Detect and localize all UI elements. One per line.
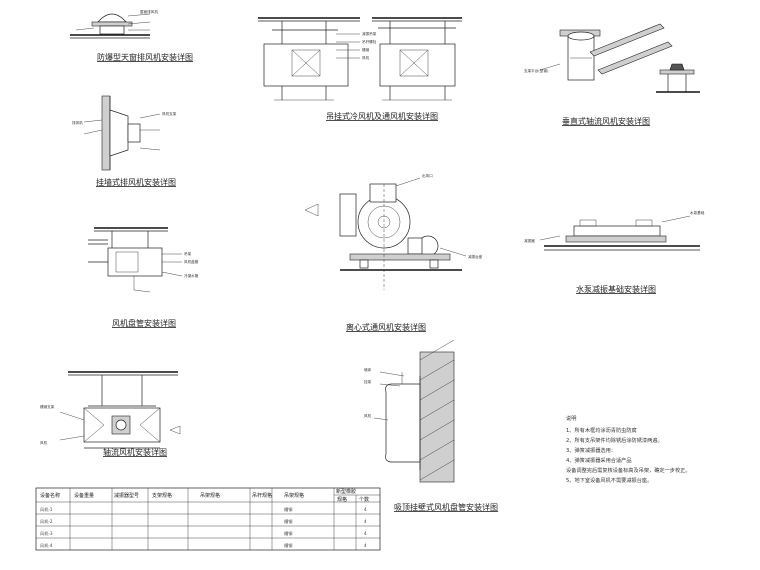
roof-ventilator-detail: 屋面排风机 <box>70 9 158 39</box>
table-header: 吊架规格 <box>200 492 220 499</box>
fan-coil-detail: 吊架 风机盘管 冷凝水管 <box>88 227 199 293</box>
notes-block: 说明 1、所有木框均涂沥青防虫防腐 2、所有支吊架件均除锈后涂防锈漆两遍。 3、… <box>566 414 691 484</box>
table-cell: 槽钢 <box>284 542 292 549</box>
wall-exhaust-fan-detail: 排风机 风机支架 <box>72 95 177 171</box>
svg-text:槽钢: 槽钢 <box>362 47 370 52</box>
svg-text:挂架: 挂架 <box>364 379 372 384</box>
table-header: 吊杆规格 <box>252 492 272 499</box>
table-cell: 4 <box>364 543 367 548</box>
table-cell: 风机-1 <box>40 506 53 513</box>
equipment-table: 设备名称 设备重量 减振器型号 支架规格 吊架规格 吊杆规格 吊架规格 新型橡胶… <box>35 487 381 551</box>
caption-roof-ventilator: 防爆型天窗排风机安装详图 <box>97 52 193 62</box>
svg-text:风机: 风机 <box>40 440 48 445</box>
svg-text:出风口: 出风口 <box>422 173 433 178</box>
table-cell: 4 <box>364 507 367 512</box>
notes-title: 说明 <box>566 414 576 422</box>
caption-fan-coil: 风机盘管安装详图 <box>112 318 176 328</box>
table-cell: 风机-4 <box>40 542 53 549</box>
notes-line-4: 4、弹簧减振器采用合适产品 <box>566 456 632 464</box>
svg-text:支架平台(型钢): 支架平台(型钢) <box>524 68 549 73</box>
pump-base-detail: 减振器 水泵基础 <box>524 210 705 251</box>
caption-axial-fan: 轴流风机安装详图 <box>103 447 167 457</box>
vertical-axial-fan-detail: 支架平台(型钢) <box>524 23 700 93</box>
table-header: 设备名称 <box>40 492 60 499</box>
caption-pump-base: 水泵减振基础安装详图 <box>576 284 656 294</box>
svg-text:风机盘管: 风机盘管 <box>184 259 199 264</box>
table-cell: 槽钢 <box>284 506 292 513</box>
suspended-fan-detail: 减振吊架 吊杆螺栓 槽钢 风机 <box>258 17 462 101</box>
svg-text:风机: 风机 <box>364 413 372 418</box>
centrifugal-fan-detail: 出风口 减振台座 <box>304 173 483 290</box>
svg-text:墙体: 墙体 <box>364 367 372 372</box>
svg-text:风机: 风机 <box>362 55 370 60</box>
svg-text:减振台座: 减振台座 <box>468 254 483 259</box>
table-header: 减振器型号 <box>114 492 139 499</box>
svg-text:槽钢支架: 槽钢支架 <box>40 404 55 409</box>
svg-text:水泵基础: 水泵基础 <box>690 210 705 215</box>
caption-vertical-axial-fan: 垂直式轴流风机安装详图 <box>562 116 650 126</box>
svg-text:吊架: 吊架 <box>184 251 192 256</box>
axial-fan-detail: 槽钢支架 风机 <box>40 371 181 449</box>
svg-text:减振吊架: 减振吊架 <box>362 31 377 36</box>
table-header: 新型橡胶 <box>336 488 356 495</box>
table-cell: 4 <box>364 519 367 524</box>
svg-text:屋面排风机: 屋面排风机 <box>140 9 158 14</box>
table-cell: 风机-2 <box>40 518 53 525</box>
svg-text:减振器: 减振器 <box>524 238 535 243</box>
table-header: 吊架规格 <box>284 492 304 499</box>
wall-fan-coil-detail: 墙体 挂架 风机 <box>364 339 455 483</box>
caption-wall-fan-coil: 吸顶挂壁式风机盘管安装详图 <box>394 502 498 512</box>
caption-suspended-fan: 吊挂式冷风机及通风机安装详图 <box>326 111 438 121</box>
table-header: 规格 <box>337 496 347 503</box>
notes-line-5: 设备调整完后需复核设备标高及吊架，确定一步校正。 <box>566 466 691 474</box>
caption-centrifugal-fan: 离心式通风机安装详图 <box>346 322 426 332</box>
caption-wall-exhaust-fan: 挂墙式排风机安装详图 <box>96 177 176 187</box>
table-header: 支架规格 <box>152 492 172 499</box>
svg-text:冷凝水管: 冷凝水管 <box>184 273 199 278</box>
table-header: 个数 <box>359 496 369 503</box>
svg-text:风机支架: 风机支架 <box>162 111 177 116</box>
svg-text:吊杆螺栓: 吊杆螺栓 <box>362 39 377 44</box>
table-cell: 风机-3 <box>40 530 53 537</box>
table-cell: 槽钢 <box>284 530 292 537</box>
table-header: 设备重量 <box>74 492 94 499</box>
notes-line-3: 3、弹簧减振器选用： <box>566 446 616 454</box>
notes-line-2: 2、所有支吊架件均除锈后涂防锈漆两遍。 <box>566 436 663 444</box>
notes-line-1: 1、所有木框均涂沥青防虫防腐 <box>566 426 637 434</box>
svg-text:排风机: 排风机 <box>72 120 83 125</box>
notes-line-6: 5、地下室设备风机不需要减振台座。 <box>566 476 652 484</box>
table-cell: 4 <box>364 531 367 536</box>
table-cell: 槽钢 <box>284 518 292 525</box>
